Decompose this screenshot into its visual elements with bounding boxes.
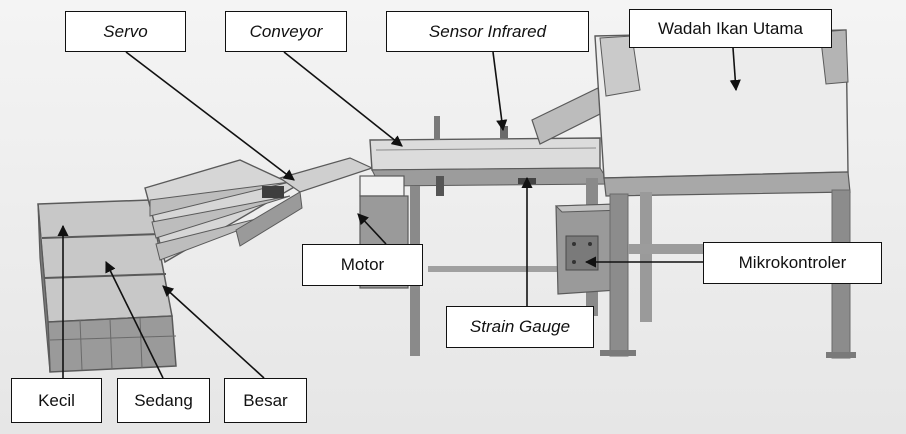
- microcontroller-box: [554, 203, 626, 295]
- label-mikrokontroler: Mikrokontroler: [703, 242, 882, 284]
- label-kecil: Kecil: [11, 378, 102, 423]
- servo-chute: [144, 157, 374, 264]
- label-servo: Servo: [65, 11, 186, 52]
- label-motor: Motor: [302, 244, 423, 286]
- label-besar: Besar: [224, 378, 307, 423]
- sorting-bins: [37, 199, 177, 373]
- label-sedang: Sedang: [117, 378, 210, 423]
- label-strain-gauge: Strain Gauge: [446, 306, 594, 348]
- label-sensor-infrared: Sensor Infrared: [386, 11, 589, 52]
- leader-lines: [57, 47, 741, 379]
- label-wadah-ikan-utama: Wadah Ikan Utama: [629, 9, 832, 48]
- label-conveyor: Conveyor: [225, 11, 347, 52]
